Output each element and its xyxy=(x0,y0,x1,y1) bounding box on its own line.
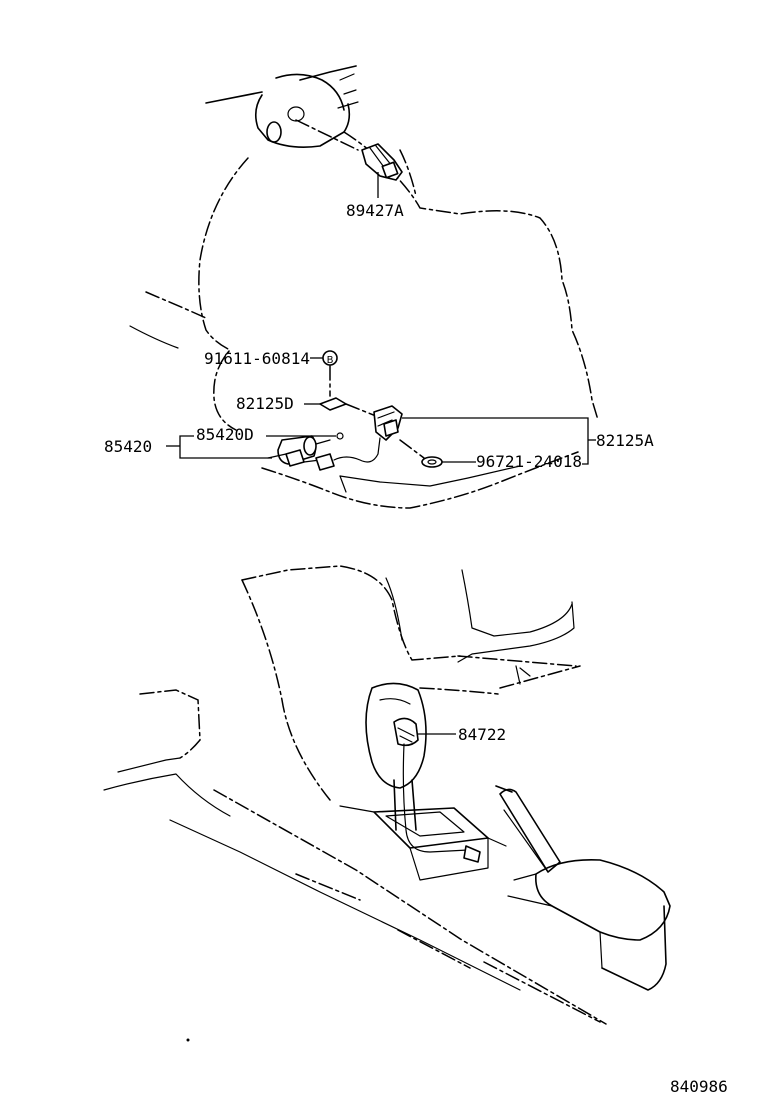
solenoid-85420D[interactable] xyxy=(267,432,344,471)
parking-brake-lever xyxy=(495,785,561,873)
label-85420: 85420 xyxy=(104,437,152,456)
label-84722: 84722 xyxy=(458,725,506,744)
speed-sensor-89427A[interactable] xyxy=(295,119,403,198)
label-82125D: 82125D xyxy=(236,394,294,413)
transmission-case-outline xyxy=(129,65,599,509)
console-box-outline xyxy=(507,858,671,991)
label-96721-24018: 96721-24018 xyxy=(476,452,582,471)
sensor-82125A[interactable] xyxy=(333,405,425,463)
stray-mark xyxy=(186,1038,190,1042)
center-console-outline xyxy=(103,565,607,1025)
shift-lever xyxy=(365,682,427,831)
label-89427A: 89427A xyxy=(346,201,404,220)
label-82125A: 82125A xyxy=(596,431,654,450)
plate-82125D[interactable] xyxy=(304,397,377,417)
bolt-mark-icon: B xyxy=(327,355,334,366)
label-85420D: 85420D xyxy=(196,425,254,444)
shift-gate-plate xyxy=(339,805,507,881)
label-91611-60814: 91611-60814 xyxy=(204,349,310,368)
bolt-91611-60814[interactable]: B xyxy=(310,350,338,397)
figure-code: 840986 xyxy=(670,1077,728,1096)
washer-96721-24018[interactable] xyxy=(421,456,476,468)
switch-84722[interactable] xyxy=(393,717,481,863)
